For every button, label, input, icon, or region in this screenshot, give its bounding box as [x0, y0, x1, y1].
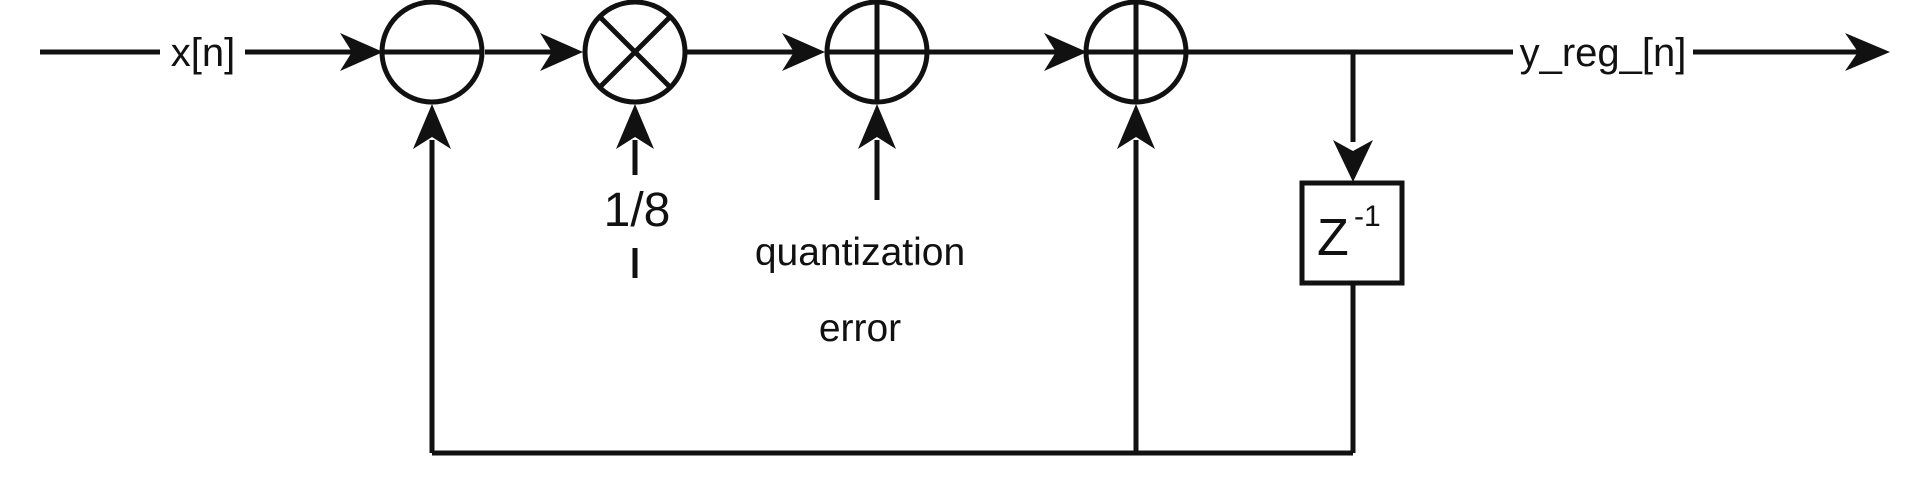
output-signal-label: y_reg_[n] — [1520, 31, 1687, 75]
gain-label: 1/8 — [604, 184, 671, 237]
arrow-output — [1845, 33, 1890, 71]
delay-block: Z -1 — [1299, 180, 1405, 286]
arrow-heads — [340, 33, 1890, 182]
arrow-into-mult — [540, 33, 583, 71]
multiplier-node — [582, 0, 688, 105]
quantization-error-label-line1: quantization — [755, 231, 965, 274]
arrow-feedback-sum1 — [413, 104, 451, 149]
arrow-feedback-sum3 — [1117, 104, 1155, 149]
delay-base-label: Z — [1317, 209, 1349, 267]
input-signal-label: x[n] — [171, 31, 235, 75]
arrow-into-sum1 — [340, 33, 383, 71]
summing-junction-3 — [1083, 0, 1189, 105]
arrow-into-delay — [1333, 140, 1373, 182]
summing-junction-1 — [379, 0, 485, 105]
quantization-error-label-line2: error — [819, 307, 901, 350]
arrow-qerror-sum2 — [858, 104, 896, 149]
arrow-into-sum3 — [1044, 33, 1087, 71]
arrow-gain-mult — [616, 104, 654, 149]
delay-exponent-label: -1 — [1354, 200, 1381, 233]
summing-junction-2 — [824, 0, 930, 105]
arrow-into-sum2 — [782, 33, 825, 71]
